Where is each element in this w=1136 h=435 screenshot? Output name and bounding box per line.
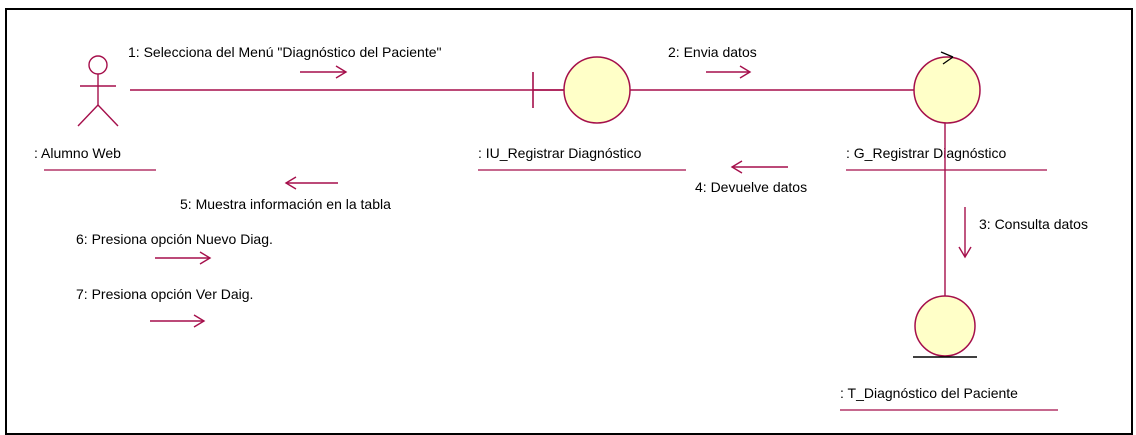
boundary-label[interactable]: : IU_Registrar Diagnóstico [478, 145, 642, 161]
message-7-arrow-icon [150, 314, 206, 328]
control-object-icon[interactable] [913, 51, 981, 124]
message-6-label[interactable]: 6: Presiona opción Nuevo Diag. [76, 231, 273, 247]
message-5-arrow-icon [284, 176, 338, 190]
actor-icon[interactable] [77, 55, 119, 127]
message-4-arrow-icon [730, 160, 788, 174]
message-1-label[interactable]: 1: Selecciona del Menú "Diagnóstico del … [128, 44, 441, 60]
message-3-label[interactable]: 3: Consulta datos [979, 216, 1088, 232]
message-7-label[interactable]: 7: Presiona opción Ver Daig. [76, 286, 253, 302]
message-6-arrow-icon [155, 251, 212, 265]
message-4-label[interactable]: 4: Devuelve datos [695, 179, 807, 195]
message-5-label[interactable]: 5: Muestra información en la tabla [180, 196, 391, 212]
entity-label[interactable]: : T_Diagnóstico del Paciente [840, 385, 1018, 401]
entity-object-icon[interactable] [913, 295, 977, 358]
message-2-arrow-icon [706, 65, 752, 79]
diagram-frame [5, 8, 1133, 435]
message-3-arrow-icon [958, 207, 972, 259]
message-2-label[interactable]: 2: Envia datos [668, 44, 757, 60]
message-1-arrow-icon [300, 65, 348, 79]
actor-label[interactable]: : Alumno Web [34, 145, 121, 161]
boundary-object-icon[interactable] [532, 56, 631, 124]
control-label[interactable]: : G_Registrar Diagnóstico [846, 145, 1007, 161]
